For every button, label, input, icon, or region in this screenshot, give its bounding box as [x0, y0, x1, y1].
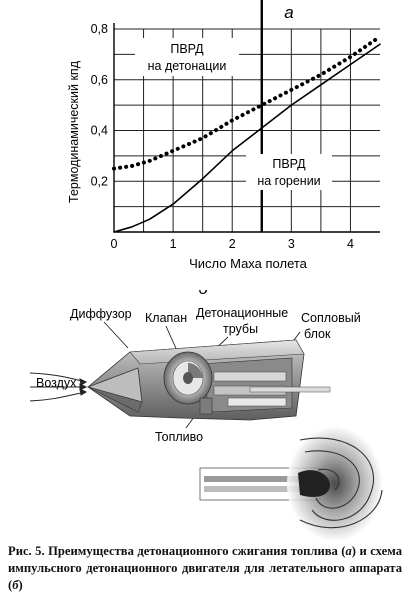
x-tick-label: 2 [229, 237, 236, 251]
x-axis-label: Число Маха полета [189, 256, 308, 271]
caption-suffix: ) [18, 578, 23, 592]
label-nozzle-line2: блок [304, 327, 331, 341]
y-tick-label: 0,8 [91, 22, 108, 36]
x-tick-label: 3 [288, 237, 295, 251]
panel-b-label: б [198, 290, 209, 298]
engine-body [86, 339, 331, 421]
series-label-combustion-line2: на горении [257, 174, 320, 188]
air-arrows [29, 372, 88, 402]
detonation-plume-detail [199, 426, 383, 542]
caption-a: а [345, 544, 352, 558]
x-tick-label: 0 [111, 237, 118, 251]
series-detonation-line [112, 34, 382, 171]
efficiency-chart: 0 1 2 3 4 0,2 0,4 0,6 0,8 ПВРД на детонации ПВРД… [0, 0, 408, 290]
series-label-combustion-line1: ПВРД [272, 157, 306, 171]
y-tick-label: 0,6 [91, 73, 108, 87]
engine-diagram-svg: б Диффузор Клапан Детонационные трубы Со… [29, 279, 383, 542]
series-label-combustion: ПВРД на горении [246, 154, 332, 190]
chart-series [112, 34, 382, 233]
label-nozzle-line1: Сопловый [301, 311, 361, 325]
series-combustion-line [113, 43, 381, 233]
y-tick-label: 0,2 [91, 174, 108, 188]
series-label-detonation: ПВРД на детонации [135, 38, 239, 76]
label-tubes-line1: Детонационные [196, 306, 288, 320]
series-label-detonation-line2: на детонации [148, 59, 227, 73]
x-tick-label: 4 [347, 237, 354, 251]
label-tubes-line2: трубы [223, 322, 258, 336]
chart-axes: 0 1 2 3 4 0,2 0,4 0,6 0,8 [91, 22, 380, 251]
label-fuel: Топливо [155, 430, 203, 444]
y-tick-label: 0,4 [91, 124, 108, 138]
label-diffuser: Диффузор [70, 307, 132, 321]
figure-caption: Рис. 5. Преимущества детонационного сжиг… [8, 543, 402, 594]
efficiency-chart-svg: 0 1 2 3 4 0,2 0,4 0,6 0,8 ПВРД на детонации ПВРД… [67, 0, 382, 271]
engine-diagram: б Диффузор Клапан Детонационные трубы Со… [0, 279, 408, 542]
y-axis-label: Термодинамический кпд [67, 60, 81, 203]
caption-b: б [12, 578, 19, 592]
x-tick-label: 1 [170, 237, 177, 251]
caption-middle: ) и схема импульсного детонационного дви… [8, 544, 402, 592]
panel-a-label: а [284, 3, 293, 22]
caption-prefix: Рис. 5. Преимущества детонационного сжиг… [8, 544, 346, 558]
series-label-detonation-line1: ПВРД [170, 42, 204, 56]
label-valve: Клапан [145, 311, 187, 325]
chart-grid [114, 0, 380, 232]
